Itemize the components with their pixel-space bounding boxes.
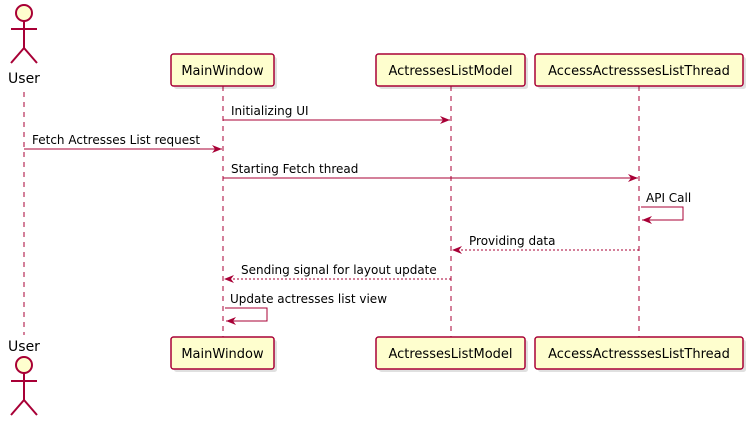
message-label: Starting Fetch thread <box>231 162 358 176</box>
participant-box <box>534 336 744 370</box>
message-label: Fetch Actresses List request <box>32 133 200 147</box>
message-label: API Call <box>646 191 691 205</box>
participant-top-mainwindow: MainWindow <box>170 53 277 89</box>
message-label: Providing data <box>469 234 556 248</box>
actor-label-top-user: User <box>8 71 40 87</box>
lifelines <box>23 86 640 337</box>
message-initializing-ui: Initializing UI <box>223 104 450 124</box>
message-providing-data: Providing data <box>452 234 639 254</box>
message-starting-fetch-thread: Starting Fetch thread <box>223 162 638 182</box>
message-label: Sending signal for layout update <box>241 263 437 277</box>
participant-bottom-accessactressseslistthread: AccessActresssesListThread <box>534 336 746 372</box>
participant-label: MainWindow <box>181 347 264 362</box>
participant-box <box>170 336 275 370</box>
actor-icon-bottom <box>10 356 38 416</box>
participant-box <box>534 53 744 87</box>
message-arrow <box>225 307 268 325</box>
participant-box <box>375 336 526 370</box>
message-api-call: API Call <box>641 191 691 224</box>
message-label: Initializing UI <box>231 104 309 118</box>
participant-box <box>170 53 275 87</box>
actor-icon-top <box>10 4 38 64</box>
participant-bottom-mainwindow: MainWindow <box>170 336 277 372</box>
participant-label: AccessActresssesListThread <box>548 347 730 362</box>
participant-box <box>375 53 526 87</box>
participant-bottom-actresseslistmodel: ActressesListModel <box>375 336 528 372</box>
actor-label-bottom-user: User <box>8 339 40 355</box>
participant-top-accessactressseslistthread: AccessActresssesListThread <box>534 53 746 89</box>
participant-label: ActressesListModel <box>388 64 512 79</box>
participant-label: MainWindow <box>181 64 264 79</box>
message-sending-signal-for-layout-update: Sending signal for layout update <box>224 263 451 283</box>
message-label: Update actresses list view <box>230 292 387 306</box>
participants: UserUserMainWindowMainWindowActressesLis… <box>8 4 746 416</box>
participant-label: AccessActresssesListThread <box>548 64 730 79</box>
participant-label: ActressesListModel <box>388 347 512 362</box>
messages: Initializing UI Fetch Actresses List requ… <box>24 104 691 325</box>
participant-top-actresseslistmodel: ActressesListModel <box>375 53 528 89</box>
message-update-actresses-list-view: Update actresses list view <box>225 292 387 325</box>
message-arrow <box>641 206 684 224</box>
message-fetch-actresses-list-request: Fetch Actresses List request <box>24 133 222 153</box>
